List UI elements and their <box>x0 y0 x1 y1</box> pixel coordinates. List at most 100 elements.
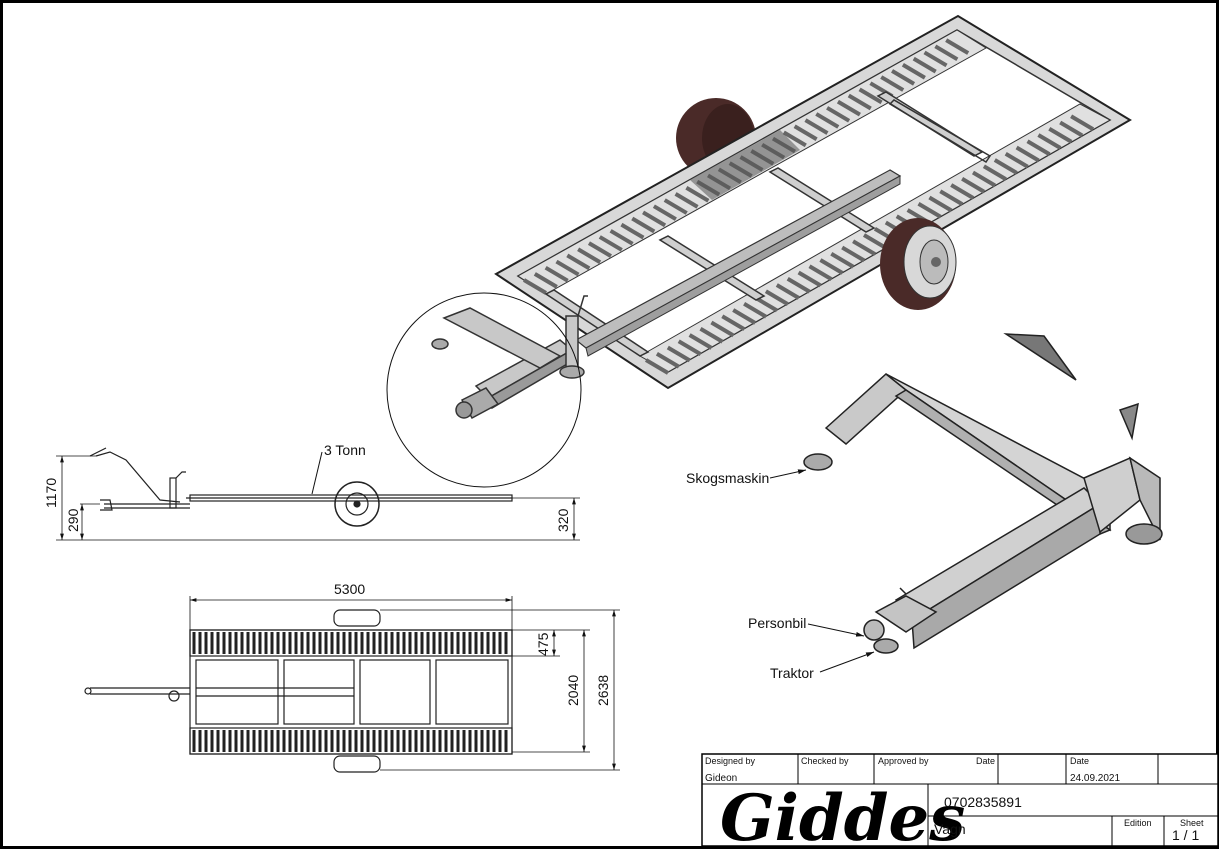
slat <box>620 222 645 240</box>
slat <box>1059 120 1084 138</box>
side-dimensions <box>56 455 580 541</box>
top-dimensions <box>189 596 620 771</box>
slat <box>555 259 580 277</box>
slat <box>815 112 840 129</box>
slat <box>677 339 702 356</box>
slat <box>710 320 735 338</box>
slat <box>652 204 677 221</box>
dim-2638: 2638 <box>595 675 611 706</box>
callout-forest-machine: Skogsmaskin <box>686 470 769 486</box>
slat <box>797 270 822 288</box>
slat <box>1048 127 1073 144</box>
slat <box>577 247 602 264</box>
slat <box>1004 152 1029 169</box>
dim-320: 320 <box>555 508 571 532</box>
slat <box>950 183 975 200</box>
slat <box>862 233 888 250</box>
slat <box>655 352 680 369</box>
callouts: Skogsmaskin Personbil Traktor <box>686 469 875 681</box>
slat <box>819 258 844 275</box>
callout-passenger-car: Personbil <box>748 615 806 631</box>
detail-drawbar-view <box>803 333 1163 654</box>
side-view <box>89 447 513 527</box>
slat <box>644 358 670 375</box>
designed-by-label: Designed by <box>705 756 756 766</box>
slat <box>1026 139 1051 156</box>
slat <box>642 210 667 228</box>
slat <box>753 295 779 313</box>
part-number: 0702835891 <box>944 794 1022 810</box>
slat <box>917 202 942 219</box>
date-value: 24.09.2021 <box>1070 773 1120 784</box>
slat <box>782 130 807 148</box>
date-label-1: Date <box>976 756 995 766</box>
slat <box>663 198 688 215</box>
slat <box>1015 145 1040 163</box>
slat <box>945 38 970 55</box>
slat <box>743 302 768 319</box>
slat <box>808 264 833 281</box>
isometric-trailer-view <box>386 14 1132 488</box>
slat <box>598 235 623 252</box>
slat <box>804 118 829 135</box>
side-wheel-icon <box>334 481 380 527</box>
slat <box>830 252 855 269</box>
slat <box>993 158 1018 175</box>
slat <box>891 69 916 86</box>
slat <box>786 277 811 294</box>
drawbar <box>431 307 575 420</box>
tractor-eye-icon <box>873 638 899 654</box>
title-block <box>701 753 1219 847</box>
slat <box>775 283 800 300</box>
slat <box>688 333 713 350</box>
slat <box>544 265 569 283</box>
slat <box>928 195 953 213</box>
slat <box>721 314 746 331</box>
sheet-label: Sheet <box>1180 818 1204 828</box>
dim-2040: 2040 <box>565 675 581 706</box>
designed-by-value: Gideon <box>705 773 737 784</box>
slat <box>836 99 861 117</box>
slat <box>699 327 724 344</box>
dim-290: 290 <box>65 508 81 532</box>
slat <box>934 44 959 62</box>
sheet-value: 1 / 1 <box>1172 827 1199 843</box>
dim-475: 475 <box>535 632 551 656</box>
slat <box>923 50 948 68</box>
checked-by-label: Checked by <box>801 756 849 766</box>
slat <box>826 106 851 123</box>
company-logo: Giddes <box>720 781 965 850</box>
slat <box>841 245 866 263</box>
slat <box>522 278 548 295</box>
forest-machine-eye-icon <box>803 453 833 471</box>
callout-capacity: 3 Tonn <box>324 442 366 458</box>
date-label-2: Date <box>1070 756 1089 766</box>
slat <box>732 308 757 325</box>
slat <box>852 239 877 256</box>
slat <box>971 170 997 188</box>
callout-tractor: Traktor <box>770 665 814 681</box>
slat <box>587 241 612 258</box>
drawing-title: Vagn <box>934 821 966 837</box>
slat <box>685 186 710 203</box>
slat <box>982 164 1007 181</box>
slat <box>793 124 818 141</box>
slat <box>961 177 986 194</box>
approved-by-label: Approved by <box>878 756 929 766</box>
dim-1170: 1170 <box>43 478 59 508</box>
slat <box>939 189 964 206</box>
slat <box>847 93 872 111</box>
slat <box>1070 114 1095 131</box>
slat <box>912 56 937 74</box>
slat <box>674 192 699 209</box>
slat <box>1037 133 1062 150</box>
ball-coupling-icon <box>863 619 885 641</box>
edition-label: Edition <box>1124 818 1152 828</box>
dim-5300: 5300 <box>334 581 365 597</box>
slat <box>858 87 883 105</box>
detail-circle <box>386 292 582 488</box>
slat <box>764 289 789 306</box>
slat <box>533 272 558 289</box>
